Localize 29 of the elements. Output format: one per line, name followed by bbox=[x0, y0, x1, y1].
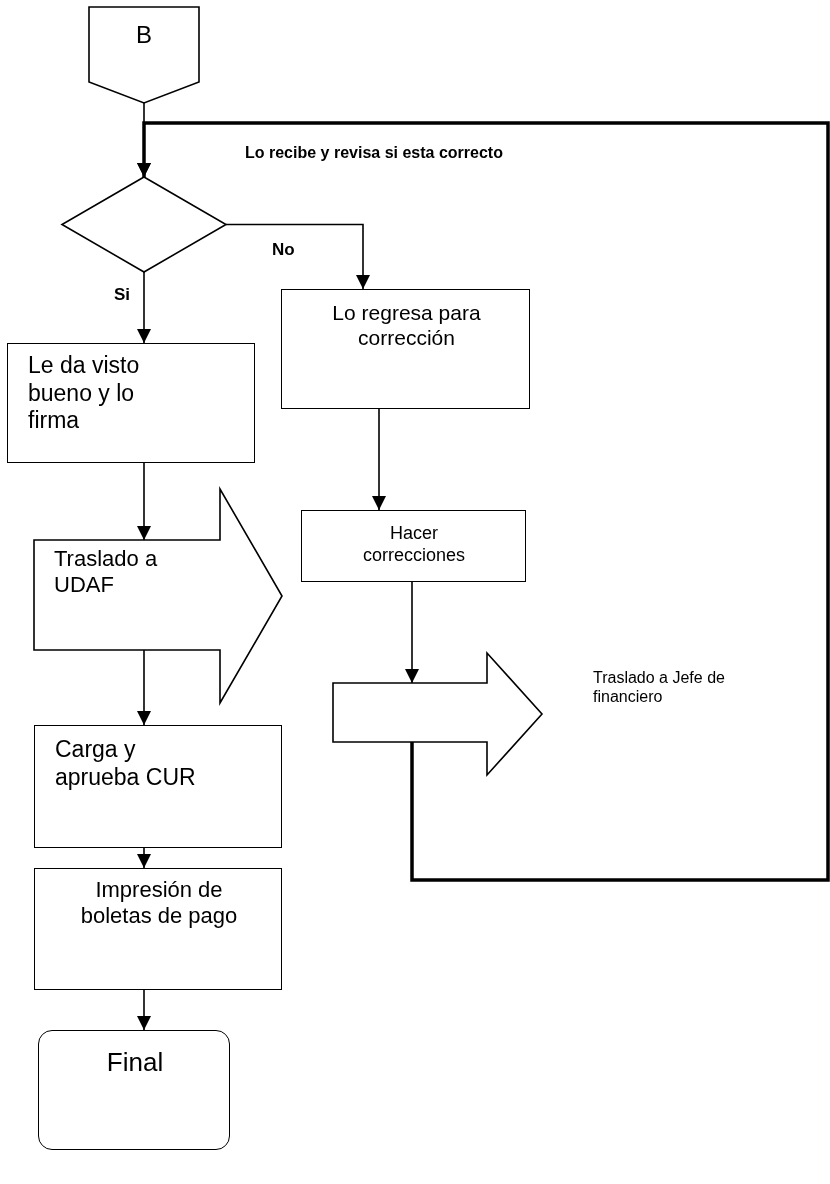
node-label: Traslado a UDAF bbox=[54, 546, 159, 599]
process-box bbox=[34, 868, 282, 990]
node-label: Carga y aprueba CUR bbox=[55, 736, 197, 792]
off-page-connector bbox=[89, 7, 199, 103]
process-box bbox=[301, 510, 526, 582]
transfer-arrow-shape bbox=[34, 489, 282, 703]
decision-diamond bbox=[62, 177, 226, 272]
process-box bbox=[34, 725, 282, 848]
annotation-text: Traslado a Jefe de financiero bbox=[593, 668, 726, 707]
node-label: B bbox=[135, 21, 153, 50]
node-label: Lo regresa para corrección bbox=[331, 300, 482, 351]
arrow bbox=[372, 408, 386, 511]
arrow bbox=[137, 989, 151, 1031]
arrow bbox=[137, 462, 151, 541]
arrow bbox=[137, 271, 151, 344]
node-label: Le da visto bueno y lo firma bbox=[28, 352, 141, 435]
node-label: Final bbox=[105, 1047, 165, 1079]
arrow bbox=[405, 581, 419, 684]
terminal-box bbox=[38, 1030, 230, 1150]
process-box bbox=[281, 289, 530, 409]
process-box bbox=[7, 343, 255, 463]
node-label: Hacer correcciones bbox=[361, 523, 466, 567]
arrow bbox=[225, 223, 370, 290]
transfer-arrow-shape bbox=[333, 653, 542, 775]
node-label: Impresión de boletas de pago bbox=[79, 877, 239, 930]
arrow bbox=[137, 649, 151, 726]
annotation-text: Lo recibe y revisa si esta correcto bbox=[245, 143, 504, 163]
arrow bbox=[137, 847, 151, 869]
arrow bbox=[137, 121, 830, 882]
